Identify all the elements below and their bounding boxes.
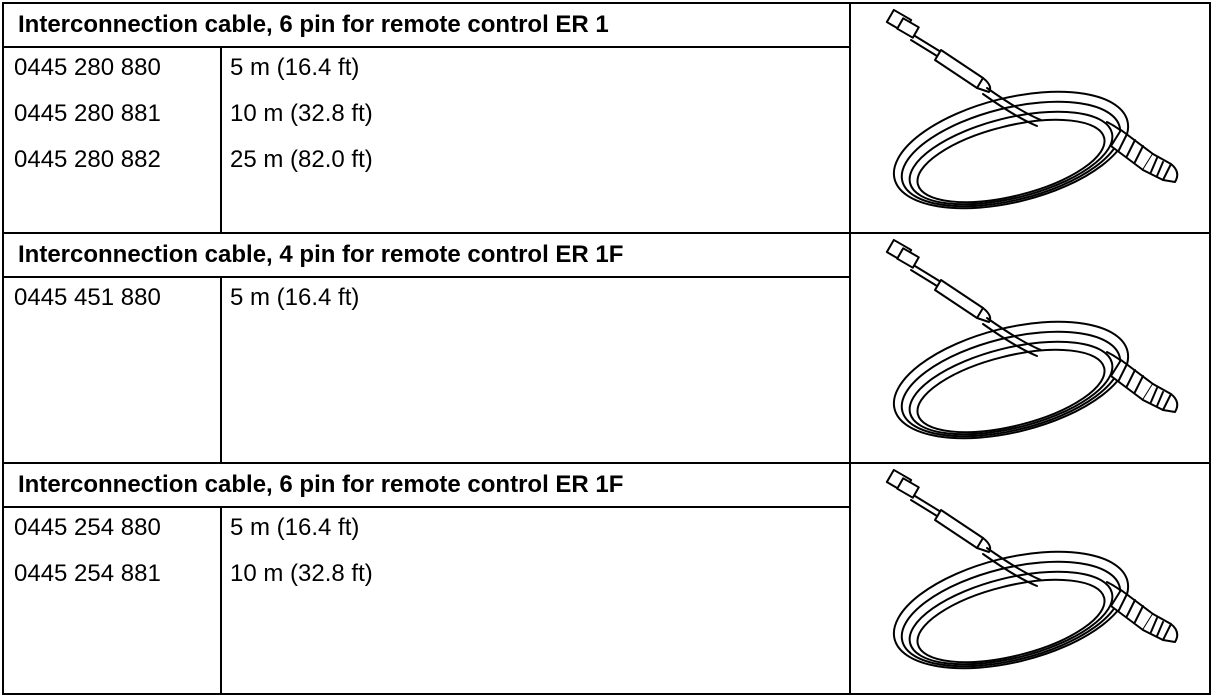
section-text-column: Interconnection cable, 6 pin for remote … xyxy=(4,464,851,693)
column-divider xyxy=(220,508,222,693)
cable-illustration-icon xyxy=(885,8,1179,210)
part-number: 0445 280 880 xyxy=(14,54,161,81)
part-rows: 0445 280 880 5 m (16.4 ft) 0445 280 881 … xyxy=(4,48,849,232)
cable-length: 25 m (82.0 ft) xyxy=(230,146,373,173)
table-section: Interconnection cable, 6 pin for remote … xyxy=(4,464,1209,693)
section-heading: Interconnection cable, 6 pin for remote … xyxy=(4,4,849,48)
column-divider xyxy=(220,48,222,232)
cable-image-cell xyxy=(851,4,1209,232)
cable-image-cell xyxy=(851,234,1209,462)
part-rows: 0445 451 880 5 m (16.4 ft) xyxy=(4,278,849,462)
table-row: 0445 254 880 5 m (16.4 ft) xyxy=(4,508,849,560)
cable-illustration-icon xyxy=(885,468,1179,670)
part-number: 0445 254 880 xyxy=(14,514,161,541)
table-row: 0445 451 880 5 m (16.4 ft) xyxy=(4,278,849,330)
table-row: 0445 280 881 10 m (32.8 ft) xyxy=(4,94,849,146)
cable-length: 5 m (16.4 ft) xyxy=(230,54,360,81)
section-text-column: Interconnection cable, 4 pin for remote … xyxy=(4,234,851,462)
table-row: 0445 280 880 5 m (16.4 ft) xyxy=(4,48,849,100)
cable-length: 10 m (32.8 ft) xyxy=(230,560,373,587)
section-heading: Interconnection cable, 6 pin for remote … xyxy=(4,464,849,508)
section-text-column: Interconnection cable, 6 pin for remote … xyxy=(4,4,851,232)
cable-illustration-icon xyxy=(885,238,1179,440)
part-number: 0445 254 881 xyxy=(14,560,161,587)
cable-image-cell xyxy=(851,464,1209,693)
part-number: 0445 280 881 xyxy=(14,100,161,127)
part-rows: 0445 254 880 5 m (16.4 ft) 0445 254 881 … xyxy=(4,508,849,693)
cable-length: 5 m (16.4 ft) xyxy=(230,514,360,541)
table-section: Interconnection cable, 6 pin for remote … xyxy=(4,4,1209,234)
table-row: 0445 280 882 25 m (82.0 ft) xyxy=(4,140,849,192)
part-number: 0445 280 882 xyxy=(14,146,161,173)
section-heading: Interconnection cable, 4 pin for remote … xyxy=(4,234,849,278)
table-row: 0445 254 881 10 m (32.8 ft) xyxy=(4,554,849,606)
cable-length: 10 m (32.8 ft) xyxy=(230,100,373,127)
column-divider xyxy=(220,278,222,462)
table-section: Interconnection cable, 4 pin for remote … xyxy=(4,234,1209,464)
cable-length: 5 m (16.4 ft) xyxy=(230,284,360,311)
part-number: 0445 451 880 xyxy=(14,284,161,311)
